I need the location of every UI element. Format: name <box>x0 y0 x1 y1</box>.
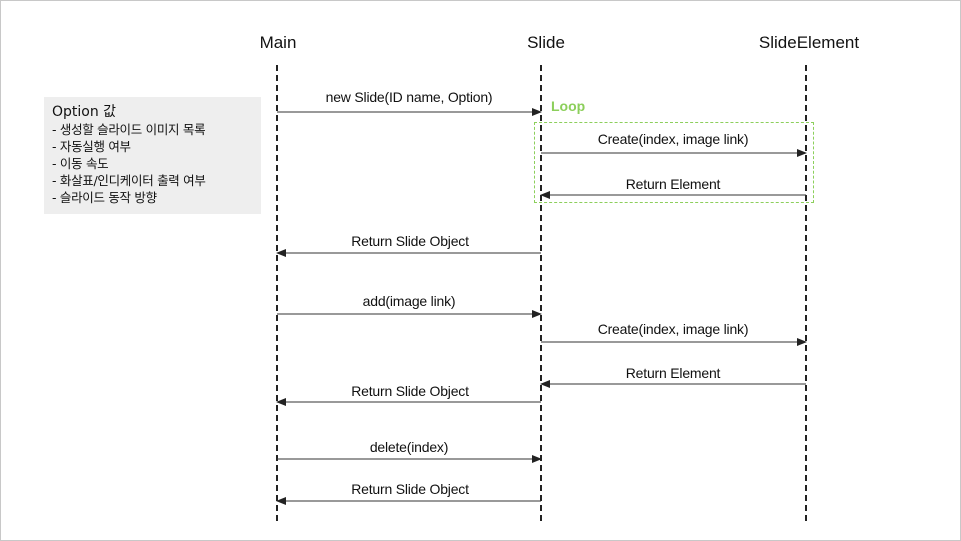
option-note-item: - 자동실행 여부 <box>52 139 131 154</box>
actor-slide: Slide <box>527 33 565 52</box>
message-label: Return Slide Object <box>351 233 469 249</box>
loop-frame <box>534 122 814 203</box>
message-label: add(image link) <box>362 293 456 309</box>
message-label: Return Element <box>625 176 721 192</box>
option-note-title: Option 값 <box>52 104 117 120</box>
message-label: Create(index, image link) <box>597 131 749 147</box>
message-label: new Slide(ID name, Option) <box>325 89 493 105</box>
option-note-item: - 슬라이드 동작 방향 <box>52 190 157 205</box>
lifeline-main <box>276 65 278 521</box>
option-note: Option 값 - 생성할 슬라이드 이미지 목록 - 자동실행 여부 - 이… <box>44 97 261 214</box>
lifeline-slide <box>540 65 542 521</box>
message-label: Create(index, image link) <box>597 321 749 337</box>
option-note-item: - 화살표/인디케이터 출력 여부 <box>52 173 206 188</box>
message-label: delete(index) <box>369 439 449 455</box>
lifeline-slide-element <box>805 65 807 521</box>
message-label: Return Slide Object <box>351 481 469 497</box>
loop-label: Loop <box>551 98 586 114</box>
message-label: Return Element <box>625 365 721 381</box>
actor-slide-element: SlideElement <box>758 33 860 52</box>
option-note-item: - 생성할 슬라이드 이미지 목록 <box>52 122 206 137</box>
actor-main: Main <box>259 33 297 52</box>
message-label: Return Slide Object <box>351 383 469 399</box>
option-note-item: - 이동 속도 <box>52 156 109 171</box>
